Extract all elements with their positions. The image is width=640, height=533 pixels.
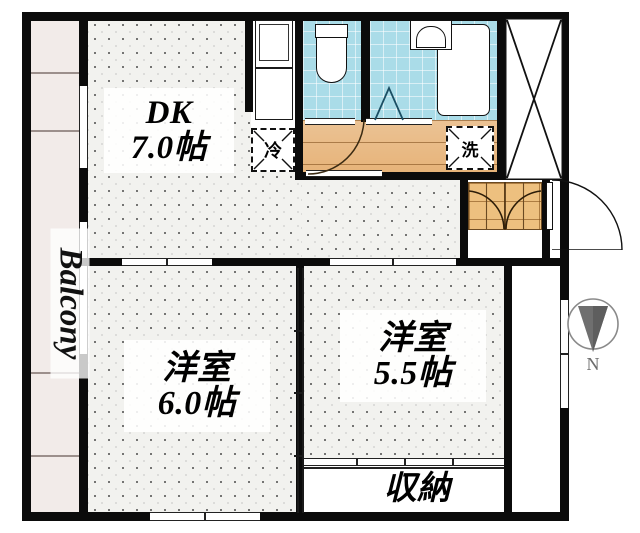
compass: N xyxy=(566,296,620,373)
toilet-tank xyxy=(315,24,348,38)
entrance-door-leaf[interactable] xyxy=(546,182,553,230)
refrigerator-x-icon xyxy=(253,130,293,170)
shoe-cabinet-swing-icon xyxy=(468,182,542,230)
toilet-entry-door[interactable] xyxy=(305,118,355,125)
storage-door-marker-3 xyxy=(452,459,454,466)
balcony-label: Balcony xyxy=(50,228,90,379)
partition-line-2 xyxy=(302,268,304,513)
wall-dk-right xyxy=(245,12,253,112)
storage-door-marker-2 xyxy=(404,459,406,466)
room-label-dk: DK 7.0帖 xyxy=(104,88,234,173)
dk-hall-floor xyxy=(88,170,301,263)
washitsu6-area: 6.0帖 xyxy=(157,385,237,422)
washitsu6-name: 洋室 xyxy=(162,349,232,387)
wall-toilet-bath xyxy=(361,12,370,122)
wall-bath-right xyxy=(497,12,506,180)
washer-label: 洗 xyxy=(461,140,479,161)
washroom-door-swing-icon xyxy=(307,120,365,175)
wall-between-bedrooms xyxy=(296,258,304,521)
entrance-hall-floor xyxy=(301,172,468,263)
room-label-washitsu55: 洋室 5.5帖 xyxy=(340,310,486,402)
balcony-divider-2 xyxy=(28,130,82,132)
washitsu55-area: 5.5帖 xyxy=(373,355,453,392)
bathroom-entry-door[interactable] xyxy=(366,118,432,125)
dk-name: DK xyxy=(145,95,193,132)
wall-bottom xyxy=(22,512,569,521)
window-room6-bottom-marker xyxy=(204,513,206,520)
refrigerator-label: 冷 xyxy=(264,141,282,162)
wall-right xyxy=(560,12,569,521)
wall-stub-a xyxy=(295,126,303,180)
storage-door-line xyxy=(304,467,504,469)
washer-x-icon xyxy=(448,128,492,168)
wall-left xyxy=(22,12,31,521)
compass-north-label: N xyxy=(586,354,600,374)
partition-line-1 xyxy=(297,268,299,513)
washitsu55-floor xyxy=(304,265,504,461)
wall-entrance-left xyxy=(460,180,468,266)
balcony-divider-4 xyxy=(28,455,82,457)
toilet-bowl xyxy=(316,38,347,83)
sliding-door-dk-room6-marker xyxy=(166,259,168,265)
sliding-door-hall-room55-marker xyxy=(392,259,394,265)
kitchen-stove-burner xyxy=(259,24,289,61)
storage-label: 収納 xyxy=(383,470,451,507)
kitchen-sink xyxy=(255,68,293,120)
wash-basin-bowl xyxy=(416,26,446,48)
window-room55-right-marker xyxy=(561,353,568,355)
storage-door-marker-1 xyxy=(356,459,358,466)
partition-mark-1 xyxy=(294,330,302,332)
entrance-door-swing-icon xyxy=(551,179,623,250)
partition-mark-2 xyxy=(294,392,302,394)
compass-rose-icon xyxy=(567,298,619,352)
wall-bedroom55-right xyxy=(504,258,512,521)
room-label-washitsu6: 洋室 6.0帖 xyxy=(124,340,270,432)
entrance-closet-x-icon xyxy=(505,18,563,180)
balcony-divider-1 xyxy=(28,72,82,74)
wall-kitchen-right xyxy=(295,12,303,180)
wall-washroom-bottom xyxy=(295,172,506,180)
washitsu55-name: 洋室 xyxy=(378,319,448,357)
storage-floor xyxy=(304,461,504,513)
balcony-window-upper[interactable] xyxy=(79,86,88,168)
partition-mark-3 xyxy=(294,455,302,457)
washroom-exit-door[interactable] xyxy=(306,170,382,177)
dk-area: 7.0帖 xyxy=(130,129,208,166)
bathroom-door-swing-icon xyxy=(374,85,404,121)
